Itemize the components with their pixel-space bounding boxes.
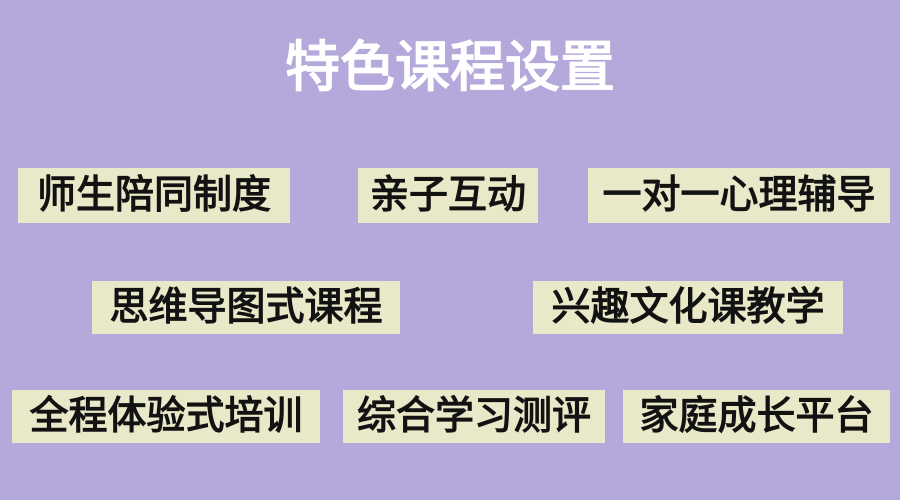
course-tag-label: 家庭成长平台: [639, 394, 874, 439]
course-tag-shi-sheng-pei-tong-zhi-du[interactable]: 师生陪同制度: [18, 168, 290, 223]
course-tag-label: 全程体验式培训: [29, 394, 303, 439]
course-tag-label: 一对一心理辅导: [602, 173, 876, 218]
course-tag-quan-cheng-ti-yan-shi-pei-xun[interactable]: 全程体验式培训: [12, 390, 320, 443]
course-tag-label: 综合学习测评: [356, 394, 591, 439]
course-tag-xing-qu-wen-hua-ke-jiao-xue[interactable]: 兴趣文化课教学: [533, 281, 843, 334]
course-tag-qin-zi-hu-dong[interactable]: 亲子互动: [358, 168, 538, 223]
course-tag-zong-he-xue-xi-ce-ping[interactable]: 综合学习测评: [343, 390, 605, 443]
course-tag-jia-ting-cheng-zhang-ping-tai[interactable]: 家庭成长平台: [623, 390, 890, 443]
course-tag-label: 兴趣文化课教学: [551, 285, 825, 330]
course-tag-yi-dui-yi-xin-li-fu-dao[interactable]: 一对一心理辅导: [588, 168, 890, 223]
course-tag-label: 亲子互动: [369, 173, 526, 218]
course-tag-label: 师生陪同制度: [36, 173, 271, 218]
course-tag-label: 思维导图式课程: [109, 285, 383, 330]
course-tag-si-wei-dao-tu-shi-ke-cheng[interactable]: 思维导图式课程: [92, 281, 400, 334]
page-title: 特色课程设置: [284, 35, 615, 99]
